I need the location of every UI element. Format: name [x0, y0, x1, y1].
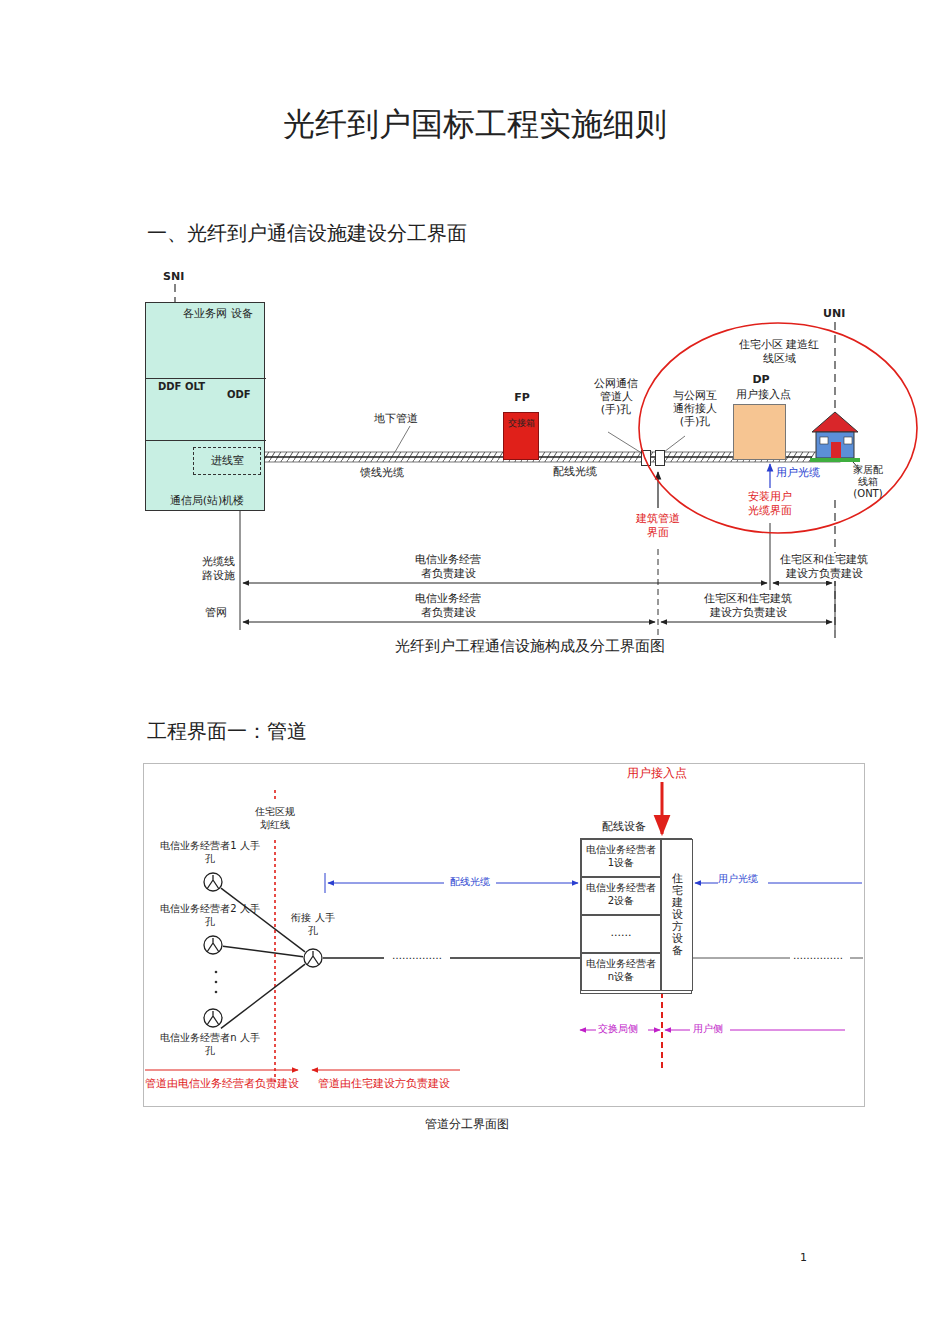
label-text: 电信业务经营 者负责建设 — [410, 592, 486, 620]
node-text: 用户接入点 — [727, 387, 799, 402]
handhole-symbol — [203, 872, 223, 892]
label-text: 管道由电信业务经营者负责建设 — [145, 1077, 315, 1091]
label-text: 用户光缆 — [718, 873, 768, 886]
handhole-circle — [204, 873, 222, 891]
connector-label: 配线光缆 — [553, 465, 613, 479]
handhole: 电信业务经营者1 人手孔 — [203, 872, 223, 892]
node-text: 电信业务经营者n设备 — [582, 954, 660, 986]
connector — [539, 456, 641, 458]
distribution-equipment: 配线设备电信业务经营者1设备电信业务经营者2设备......电信业务经营者n设备… — [580, 838, 692, 994]
node-text: DP — [741, 373, 781, 386]
distribution-band: DDF OLT ODF — [146, 379, 266, 441]
connector — [221, 964, 305, 1028]
node-text: 电信业务经营者2 人手孔 — [160, 903, 260, 928]
node-text: FP — [504, 391, 540, 404]
node-text: 住宅建设方设备 — [672, 873, 683, 958]
connector — [261, 456, 503, 458]
junction-handhole: 与公网互通衔接人(手)孔 — [655, 450, 665, 466]
label-text: 住宅区和住宅建筑 建设方负责建设 — [776, 553, 872, 581]
handhole-mark — [207, 938, 219, 952]
node-text: ...... — [582, 916, 660, 950]
node-text: 电信业务经营者1设备 — [582, 840, 660, 872]
building-box: 通信局(站)机楼各业务网 设备DDF OLTODF进线室 — [145, 302, 265, 511]
node-text: 电信业务经营者2设备 — [582, 878, 660, 910]
node-text: 家居配线箱 (ONT) — [850, 464, 886, 500]
node-text: DDF OLT — [158, 381, 218, 392]
home-distribution-box: 家居配线箱 (ONT) — [812, 412, 858, 504]
label-text: 管网 — [205, 606, 235, 620]
label-text: 交换局侧 — [598, 1023, 648, 1036]
connector-label: 馈线光缆 — [360, 466, 420, 480]
handhole-mark — [307, 951, 319, 965]
node-text: 通信局(站)机楼 — [141, 493, 273, 508]
label-text: 安装用户 光缆界面 — [744, 490, 796, 518]
handhole-circle — [204, 1009, 222, 1027]
builder-equipment: 住宅建设方设备 — [661, 839, 693, 991]
sni-uni-lines — [175, 284, 835, 640]
handhole-mark — [207, 875, 219, 889]
connector — [323, 957, 580, 959]
label-text: SNI — [163, 270, 193, 284]
label-text: 一、光纤到户通信设施建设分工界面 — [147, 220, 567, 246]
label-text: 用户接入点 — [627, 766, 697, 781]
handhole-circle — [304, 949, 322, 967]
handhole-symbol — [203, 1008, 223, 1028]
handhole: 电信业务经营者2 人手孔 — [203, 935, 223, 955]
node-text: 住宅小区 建造红线区域 — [736, 338, 822, 366]
node-text: 电信业务经营者n 人手孔 — [160, 1032, 260, 1057]
handhole: 电信业务经营者n 人手孔 — [203, 1008, 223, 1061]
connector-label: 用户光缆 — [776, 466, 828, 480]
label-text: …………… — [793, 950, 849, 963]
label-text: 住宅区和住宅建筑 建设方负责建设 — [700, 592, 796, 620]
label-text: 光缆线 路设施 — [198, 555, 238, 583]
label-text: 建筑管道 界面 — [632, 512, 684, 540]
label-text: 管道由住宅建设方负责建设 — [318, 1077, 468, 1091]
handhole-circle — [204, 936, 222, 954]
label-text: 住宅区规 划红线 — [252, 806, 298, 831]
label-text: 管道分工界面图 — [425, 1117, 535, 1132]
label-text: 1 — [800, 1251, 814, 1265]
page-title: 光纤到户国标工程实施细则 — [0, 104, 950, 146]
node-text: 电信业务经营者1 人手孔 — [160, 840, 260, 865]
node-text: 交接箱 — [504, 413, 538, 429]
entry-room: 进线室 — [193, 447, 261, 475]
dp-box: DP用户接入点 — [733, 404, 786, 460]
node-text: ODF — [227, 389, 263, 400]
label-text: 配线光缆 — [444, 876, 496, 889]
ellipsis-cell: ...... — [581, 915, 661, 953]
service-equipment: 各业务网 设备 — [146, 303, 266, 379]
junction-handhole: 衔接 人手孔 — [303, 948, 323, 968]
operator-equipment: 电信业务经营者2设备 — [581, 877, 661, 915]
label-text: 用户侧 — [693, 1023, 729, 1036]
fp-cabinet: FP交接箱 — [503, 412, 539, 460]
connector — [223, 946, 303, 956]
figure-caption: 光纤到户工程通信设施构成及分工界面图 — [330, 637, 730, 656]
handhole-symbol — [203, 935, 223, 955]
node-text: 衔接 人手孔 — [290, 912, 336, 937]
handhole-mark — [207, 1011, 219, 1025]
connector-label: …………… — [384, 950, 450, 963]
connector — [786, 456, 812, 458]
node-text: 与公网互通衔接人(手)孔 — [671, 389, 719, 429]
node-text: 进线室 — [194, 448, 260, 474]
handhole-symbol — [303, 948, 323, 968]
operator-equipment: 电信业务经营者1设备 — [581, 839, 661, 877]
node-text: 公网通信管道人(手)孔 — [593, 377, 639, 417]
operator-equipment: 电信业务经营者n设备 — [581, 953, 661, 991]
connector — [665, 456, 733, 458]
region-ellipse — [639, 323, 917, 533]
label-text: 地下管道 — [374, 412, 434, 426]
node-text: 配线设备 — [589, 819, 659, 834]
label-text: 电信业务经营 者负责建设 — [410, 553, 486, 581]
label-text: UNI — [823, 307, 853, 321]
node-text: 各业务网 设备 — [183, 307, 253, 321]
pipe-diagram-frame — [144, 764, 865, 1107]
house-icon — [810, 412, 860, 470]
label-text: 工程界面一：管道 — [147, 718, 447, 744]
